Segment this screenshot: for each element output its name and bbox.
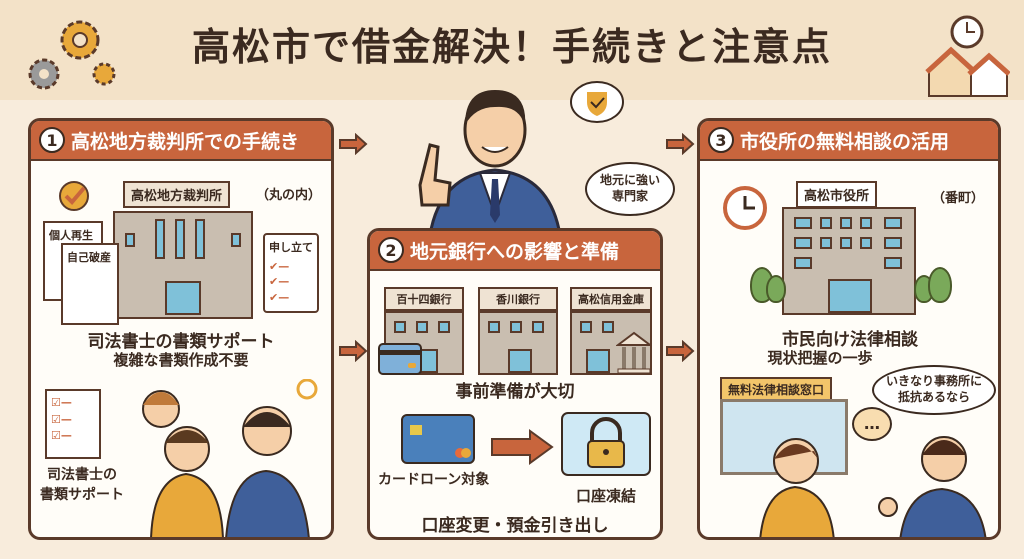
court-location: （丸の内） — [256, 188, 322, 203]
city-hall-sign: 高松市役所 — [796, 181, 878, 208]
caption-scrivener-docs: 司法書士の 書類サポート — [40, 467, 124, 503]
city-hall-building — [782, 207, 916, 315]
caption-preparation-important: 事前準備が大切 — [455, 382, 575, 402]
arrow-right-icon — [491, 429, 554, 465]
consultation-people-illustration — [759, 436, 987, 537]
caption-first-step: 現状把握の一歩 — [767, 349, 873, 367]
house-clock-icon — [925, 15, 1010, 97]
frozen-account-lock-icon — [561, 412, 651, 476]
arrow-right-icon — [666, 133, 695, 155]
account-freeze-label: 口座凍結 — [575, 487, 636, 505]
caption-scrivener-support: 司法書士の書類サポート — [87, 332, 275, 352]
panel-title: 市役所の無料相談の活用 — [740, 130, 950, 153]
checkmark-icon — [59, 181, 89, 211]
document-bankruptcy: 自己破産 — [61, 243, 119, 325]
panel-header: 3 市役所の無料相談の活用 — [700, 121, 998, 161]
card-loan-label: カードローン対象 — [378, 472, 490, 488]
bank-takamatsu-shinkin: 高松信用金庫 — [570, 287, 652, 375]
panel-title: 地元銀行への影響と準備 — [410, 240, 620, 263]
arrow-right-icon — [339, 340, 368, 362]
court-building — [113, 211, 253, 319]
step-number: 1 — [39, 127, 65, 153]
page-title: 高松市で借金解決！手続きと注意点 — [191, 25, 832, 69]
arrow-right-icon — [666, 340, 695, 362]
scrivener-client-illustration — [142, 379, 318, 537]
panel-header: 2 地元銀行への影響と準備 — [370, 231, 660, 271]
arrow-right-icon — [339, 133, 368, 155]
clipboard-petition: 申し立て✔—✔—✔— — [263, 233, 319, 313]
panel-title: 高松地方裁判所での手続き — [71, 130, 300, 153]
credit-card-icon — [401, 414, 475, 464]
caption-no-complex-docs: 複雑な書類作成不要 — [113, 351, 249, 369]
clock-icon — [723, 186, 767, 230]
panel-city-hall-consultation: 3 市役所の無料相談の活用 高松市役所 （番町） 市民向け法律相談 現状把握の一歩… — [697, 118, 1001, 540]
ellipsis-bubble: … — [852, 407, 892, 441]
tree-icon — [766, 275, 786, 303]
expert-man-illustration — [418, 90, 562, 235]
speech-bubble-hesitant: いきなり事務所に 抵抗あるなら — [872, 365, 996, 415]
bank-card-icon — [378, 343, 422, 375]
step-number: 3 — [708, 127, 734, 153]
title-band — [0, 0, 1024, 100]
caption-account-change: 口座変更・預金引き出し — [421, 516, 609, 536]
bank-pillar-icon — [616, 331, 652, 374]
gear-icon — [28, 20, 116, 90]
checklist-clipboard-icon: ☑—☑—☑— — [45, 389, 101, 459]
bank-kagawa: 香川銀行 — [478, 287, 558, 375]
tree-icon — [928, 267, 952, 303]
step-number: 2 — [378, 237, 404, 263]
expert-speech-bubble: 地元に強い 専門家 — [585, 162, 675, 216]
shield-check-bubble-icon — [570, 81, 624, 123]
city-hall-location: （番町） — [932, 191, 985, 206]
court-sign: 高松地方裁判所 — [123, 181, 231, 208]
caption-citizen-legal-consultation: 市民向け法律相談 — [782, 330, 918, 350]
panel-header: 1 高松地方裁判所での手続き — [31, 121, 331, 161]
